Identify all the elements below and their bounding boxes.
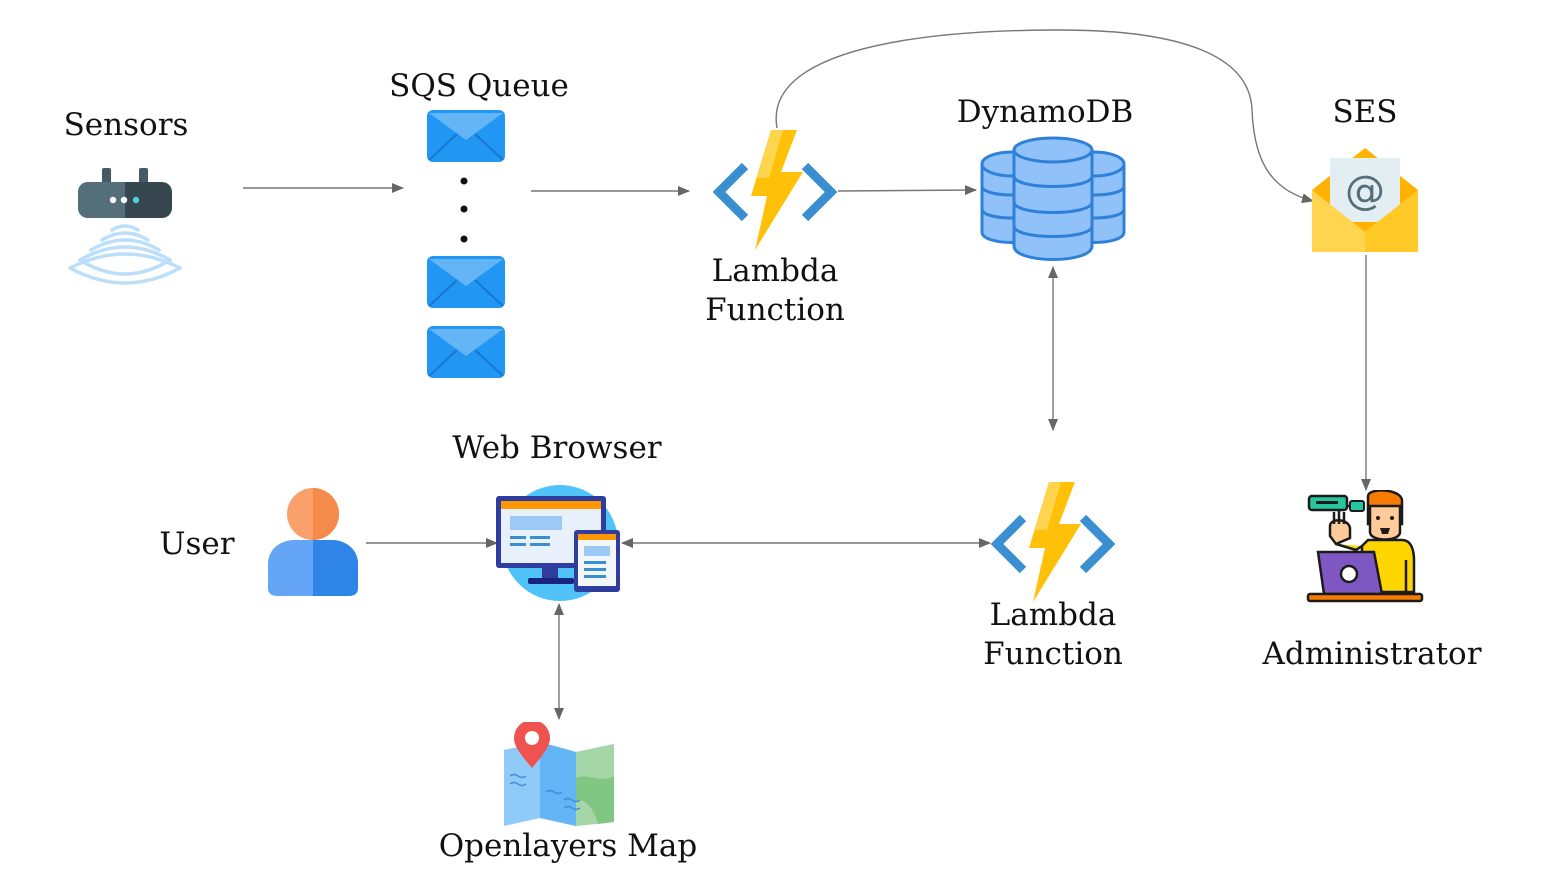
lambda-function-icon: [712, 130, 838, 250]
sqs-queue-label: SQS Queue: [389, 68, 569, 104]
svg-text:@: @: [1345, 168, 1385, 214]
envelope-icon: [427, 326, 505, 378]
edge-lambda-ses: [775, 29, 1314, 204]
envelope-icon: [427, 110, 505, 162]
lambda-function-icon: [990, 482, 1116, 602]
edge-lambda-dynamodb: [837, 185, 977, 196]
administrator-label: Administrator: [1262, 636, 1482, 672]
ses-label: SES: [1332, 94, 1398, 130]
dynamodb-label: DynamoDB: [956, 94, 1134, 130]
sensors-label: Sensors: [63, 107, 189, 143]
ellipsis-dots: [460, 177, 468, 243]
openlayers-map-label: Openlayers Map: [438, 828, 698, 864]
web-browser-label: Web Browser: [452, 430, 662, 466]
database-icon: [980, 136, 1126, 261]
web-browser-icon: [496, 485, 620, 601]
email-at-icon: @: [1312, 148, 1418, 252]
user-icon: [268, 488, 358, 596]
map-pin-icon: [504, 722, 614, 826]
lambda-bottom-label-line2: Function: [983, 636, 1123, 672]
lambda-bottom-label-line1: Lambda: [989, 597, 1117, 633]
lambda-top-label-line2: Function: [705, 292, 845, 328]
administrator-icon: [1306, 490, 1424, 603]
envelope-icon: [427, 256, 505, 308]
lambda-top-label-line1: Lambda: [711, 253, 839, 289]
user-label: User: [159, 526, 235, 562]
router-wifi-icon: [68, 168, 182, 285]
